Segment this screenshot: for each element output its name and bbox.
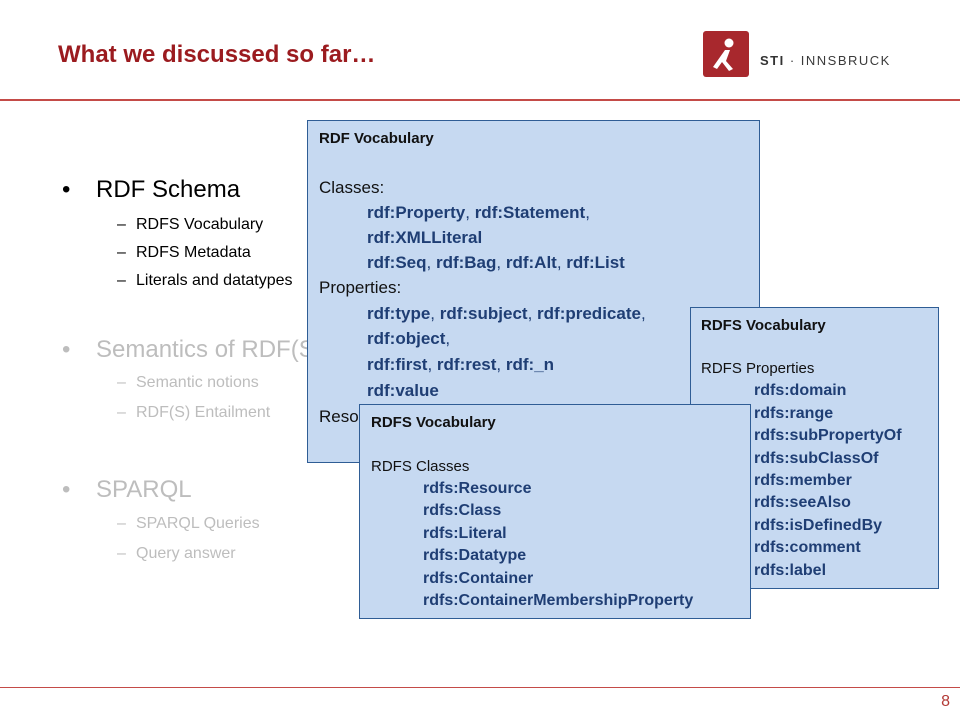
list-item: rdfs:seeAlso [754, 494, 851, 511]
list-item: rdfs:subClassOf [754, 450, 879, 467]
page-number: 8 [941, 693, 950, 710]
list-item: rdfs:comment [754, 539, 861, 556]
box-heading: RDF Vocabulary [319, 130, 434, 147]
footer-rule [0, 687, 960, 688]
properties-label: Properties: [319, 278, 402, 297]
class-list-row: rdf:Seq, rdf:Bag, rdf:Alt, rdf:List [367, 253, 625, 272]
list-item: rdfs:Container [423, 570, 534, 587]
list-item: rdfs:subPropertyOf [754, 427, 902, 444]
outline-item-label: Semantics of RDF(S) [96, 336, 323, 363]
rdfs-classes-label: RDFS Classes [371, 458, 470, 475]
slide-title: What we discussed so far… [58, 41, 376, 68]
property-list-row: rdf:first, rdf:rest, rdf:_n [367, 355, 555, 374]
property-list-row: rdf:type, rdf:subject, rdf:predicate, [367, 304, 646, 323]
class-list-row: rdf:XMLLiteral [367, 228, 483, 247]
outline-item-label: RDF Schema [96, 176, 241, 203]
classes-label: Classes: [319, 178, 385, 197]
list-item: rdfs:ContainerMembershipProperty [423, 592, 694, 609]
list-item: rdfs:Resource [423, 480, 532, 497]
list-item: rdfs:Datatype [423, 547, 527, 564]
list-item: rdfs:Literal [423, 525, 507, 542]
sti-logo-text: STI · INNSBRUCK [760, 53, 891, 68]
box-heading: RDFS Vocabulary [701, 317, 826, 334]
list-item: rdfs:domain [754, 382, 847, 399]
box-heading: RDFS Vocabulary [371, 414, 496, 431]
class-list-row: rdf:Property, rdf:Statement, [367, 203, 590, 222]
sti-logo-icon [703, 31, 749, 77]
property-list-row: rdf:object, [367, 329, 451, 348]
rdfs-classes-box: RDFS Vocabulary RDFS Classes rdfs:Resour… [359, 404, 751, 619]
list-item: rdfs:member [754, 472, 852, 489]
list-item: rdfs:isDefinedBy [754, 517, 883, 534]
property-list-row: rdf:value [367, 381, 439, 400]
list-item: rdfs:range [754, 405, 834, 422]
list-item: rdfs:label [754, 562, 827, 579]
rdfs-properties-label: RDFS Properties [701, 360, 815, 377]
outline-item-label: SPARQL [96, 476, 192, 503]
header-rule [0, 99, 960, 101]
list-item: rdfs:Class [423, 502, 502, 519]
